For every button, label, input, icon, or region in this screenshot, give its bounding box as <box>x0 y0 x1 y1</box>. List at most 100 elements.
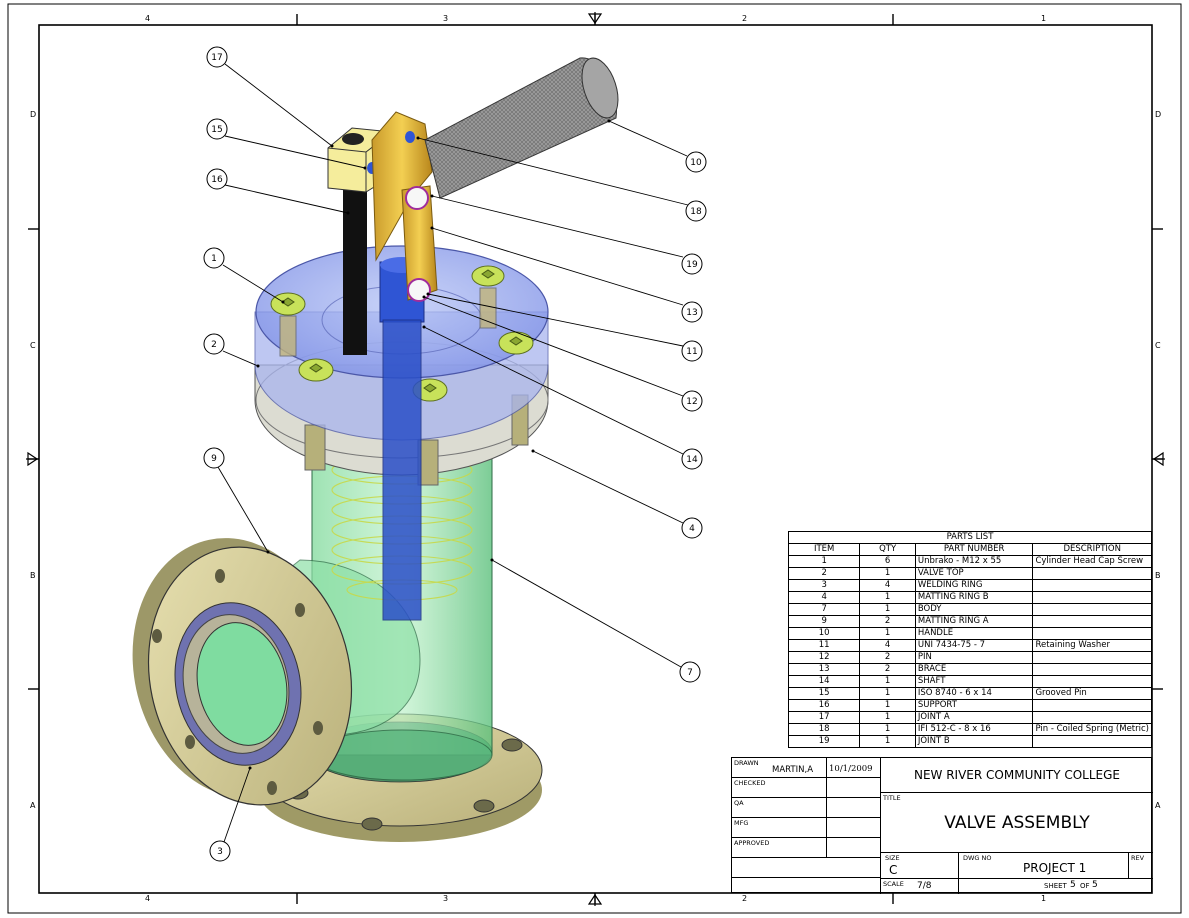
cell-item: 1 <box>787 555 861 568</box>
cell-description <box>1032 699 1152 712</box>
cell-part-number: JOINT B <box>914 735 1034 748</box>
cell-qty: 1 <box>859 567 916 580</box>
valve-assembly-illustration <box>132 57 619 842</box>
cell-description <box>1032 735 1152 748</box>
cell-item: 12 <box>787 651 861 664</box>
svg-text:9: 9 <box>211 454 217 464</box>
svg-text:17: 17 <box>211 53 222 63</box>
cell-part-number: UNI 7434-75 - 7 <box>914 639 1034 652</box>
cell-part-number: PIN <box>914 651 1034 664</box>
cell-part-number: Unbrako - M12 x 55 <box>914 555 1034 568</box>
checked-cell: CHECKED <box>732 778 827 798</box>
checked-label: CHECKED <box>734 779 766 787</box>
mfg-label: MFG <box>734 819 749 827</box>
cell-qty: 1 <box>859 723 916 736</box>
qa-label: QA <box>734 799 744 807</box>
cell-item: 15 <box>787 687 861 700</box>
sheet-total: 5 <box>1092 880 1098 890</box>
side-flange <box>132 538 353 806</box>
zone-label-right-a: A <box>1155 801 1161 810</box>
zone-label-left-c: C <box>30 341 36 350</box>
cell-item: 3 <box>787 579 861 592</box>
cell-qty: 1 <box>859 675 916 688</box>
cell-part-number: SHAFT <box>914 675 1034 688</box>
drawn-label: DRAWN <box>734 759 759 767</box>
cell-part-number: MATTING RING B <box>914 591 1034 604</box>
cell-part-number: BRACE <box>914 663 1034 676</box>
cell-description <box>1032 711 1152 724</box>
cell-item: 4 <box>787 591 861 604</box>
approved-date-cell <box>827 838 881 858</box>
cell-description: Grooved Pin <box>1032 687 1152 700</box>
parts-list-table: PARTS LIST ITEM QTY PART NUMBER DESCRIPT… <box>787 531 1152 748</box>
cell-item: 7 <box>787 603 861 616</box>
centering-arrows <box>26 12 1165 906</box>
title-block: DRAWN MARTIN,A 10/1/2009 CHECKED QA MFG … <box>731 757 1153 894</box>
cell-qty: 1 <box>859 591 916 604</box>
title-cell: TITLE VALVE ASSEMBLY <box>881 793 1153 853</box>
cell-item: 2 <box>787 567 861 580</box>
zone-label-bottom-2: 2 <box>742 894 748 903</box>
zone-label-top-1: 1 <box>1041 14 1047 23</box>
cell-qty: 1 <box>859 711 916 724</box>
svg-text:12: 12 <box>686 397 697 407</box>
cell-item: 13 <box>787 663 861 676</box>
cell-description <box>1032 615 1152 628</box>
rev-cell: REV <box>1129 853 1153 879</box>
balloon-10: 10 <box>685 151 707 173</box>
title-label: TITLE <box>883 794 901 802</box>
drawn-cell: DRAWN MARTIN,A <box>732 758 827 778</box>
cell-item: 14 <box>787 675 861 688</box>
cell-description <box>1032 627 1152 640</box>
cell-description <box>1032 603 1152 616</box>
parts-list-title: PARTS LIST <box>788 531 1152 544</box>
cell-qty: 4 <box>859 579 916 592</box>
sheet-number: 5 <box>1070 880 1076 890</box>
qa-date-cell <box>827 798 881 818</box>
cell-part-number: HANDLE <box>914 627 1034 640</box>
svg-text:7: 7 <box>687 668 693 678</box>
shaft <box>379 257 425 621</box>
zone-label-top-4: 4 <box>145 14 151 23</box>
scale-label: SCALE <box>883 880 904 888</box>
scale-cell: SCALE 7/8 <box>881 879 959 894</box>
svg-text:14: 14 <box>686 455 698 465</box>
blank-cell-bottom <box>732 878 881 894</box>
cell-part-number: MATTING RING A <box>914 615 1034 628</box>
cell-qty: 6 <box>859 555 916 568</box>
zone-label-left-a: A <box>30 801 36 810</box>
cell-part-number: VALVE TOP <box>914 567 1034 580</box>
approved-label: APPROVED <box>734 839 770 847</box>
svg-text:3: 3 <box>217 847 223 857</box>
cell-part-number: IFI 512-C - 8 x 16 <box>914 723 1034 736</box>
drawing-title: VALVE ASSEMBLY <box>944 813 1090 833</box>
cell-qty: 1 <box>859 699 916 712</box>
cell-item: 18 <box>787 723 861 736</box>
cell-qty: 1 <box>859 603 916 616</box>
cell-description: Retaining Washer <box>1032 639 1152 652</box>
cell-part-number: ISO 8740 - 6 x 14 <box>914 687 1034 700</box>
zone-label-top-2: 2 <box>742 14 748 23</box>
drawn-date-cell: 10/1/2009 <box>827 758 881 778</box>
balloon-18: 18 <box>685 200 707 222</box>
cell-qty: 2 <box>859 651 916 664</box>
balloon-3: 3 <box>209 840 231 862</box>
cell-description: Cylinder Head Cap Screw <box>1032 555 1152 568</box>
drawn-by: MARTIN,A <box>772 765 814 775</box>
balloon-14: 14 <box>681 448 703 470</box>
balloon-13: 13 <box>681 301 703 323</box>
cell-part-number: SUPPORT <box>914 699 1034 712</box>
cell-qty: 1 <box>859 627 916 640</box>
cell-description <box>1032 663 1152 676</box>
zone-label-bottom-1: 1 <box>1041 894 1047 903</box>
cell-description <box>1032 675 1152 688</box>
